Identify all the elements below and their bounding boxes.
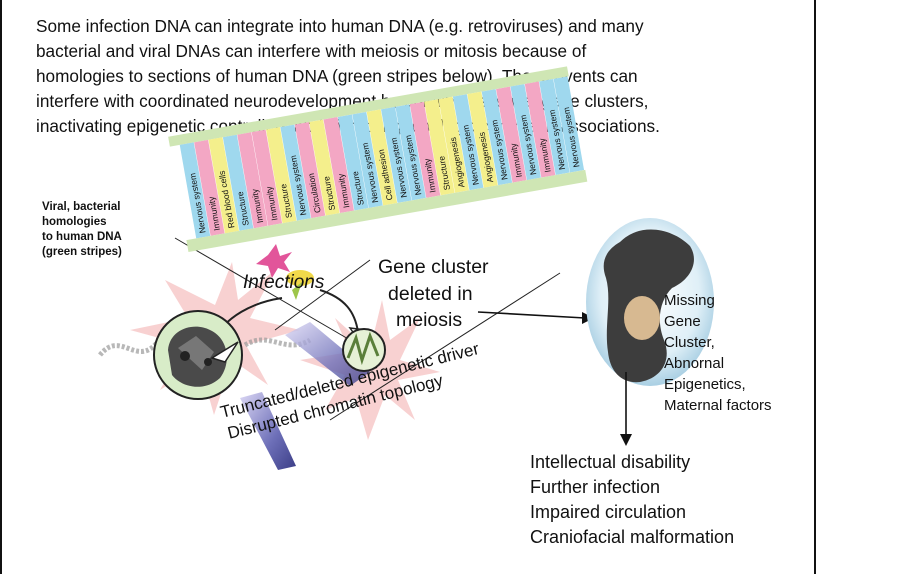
embryo-illustration: [586, 218, 714, 386]
stripe-fill: [395, 104, 426, 201]
figure-frame: [0, 0, 816, 574]
stripe-fill: [452, 94, 484, 191]
gene-cluster-line: Gene cluster: [378, 256, 489, 278]
outcome-item: Craniofacial malformation: [530, 527, 735, 547]
arrow-to-embryo: [477, 311, 586, 319]
homology-label-line: Viral, bacterial: [42, 201, 121, 213]
homology-label-line: to human DNA: [42, 231, 122, 243]
stripe-fill: [438, 96, 470, 193]
gene-stripe: Structure: [337, 114, 369, 211]
gene-stripe: Structure: [424, 99, 455, 196]
stripe-fill: [251, 129, 283, 226]
gene-cluster-line: meiosis: [396, 309, 462, 331]
stripe-fill: [496, 86, 527, 183]
stripe-fill: [409, 101, 441, 198]
arrowhead: [620, 434, 632, 446]
missing-line: Cluster,: [664, 334, 715, 351]
gene-stripe: Immunity: [524, 81, 556, 178]
stripe-fill: [222, 134, 254, 231]
band-bottom-edge: [186, 169, 588, 252]
guide-line: [329, 272, 561, 421]
rod-left: [240, 392, 296, 470]
outcome-item: Further infection: [530, 477, 661, 497]
stripe-fill: [194, 139, 225, 236]
intro-line: Some infection DNA can integrate into hu…: [36, 16, 644, 36]
missing-factors-list: Missing Gene Cluster, Abnornal Epigeneti…: [664, 290, 772, 416]
guide-line: [174, 237, 351, 341]
chromatin-circle: [342, 328, 386, 372]
stripe-fill: [179, 142, 211, 239]
stripe-fill: [424, 99, 455, 196]
stripe-fill: [266, 127, 297, 224]
missing-line: Missing: [664, 292, 715, 309]
homology-label: Viral, bacterial homologies to human DNA…: [42, 200, 122, 260]
rod-right: [285, 322, 370, 386]
gene-stripe: Immunity: [251, 129, 283, 226]
gene-stripe: Immunity: [237, 132, 268, 229]
chromatin-strand: [243, 337, 312, 348]
stripe-fill: [337, 114, 369, 211]
homology-label-line: homologies: [42, 216, 107, 228]
stripe-fill: [366, 109, 398, 206]
nucleus-circle: [153, 310, 243, 400]
gene-stripe: Immunity: [409, 101, 441, 198]
gene-cluster-line: deleted in: [388, 283, 473, 305]
infections-label: Infections: [243, 272, 325, 293]
stripe-fill: [208, 137, 239, 234]
stripe-fill: [510, 84, 541, 181]
stripe-fill: [352, 111, 383, 208]
stripe-fill: [323, 117, 354, 214]
arrow-to-chromatin: [319, 289, 359, 333]
intro-line: bacterial and viral DNAs can interfere w…: [36, 41, 587, 61]
gene-stripe: Immunity: [323, 117, 354, 214]
band-top-edge: [168, 66, 569, 147]
gene-stripe: Structure: [222, 134, 254, 231]
stripe-fill: [280, 124, 311, 221]
stripe-fill: [467, 91, 498, 188]
guide-line: [274, 259, 371, 331]
gene-stripe: Structure: [309, 119, 340, 216]
gene-stripe: Immunity: [496, 86, 527, 183]
stripe-fill: [309, 119, 340, 216]
stripe-fill: [553, 76, 585, 173]
missing-line: Epigenetics,: [664, 376, 746, 393]
outcome-item: Intellectual disability: [530, 452, 691, 472]
gene-stripe: Angiogenesis: [438, 96, 470, 193]
missing-line: Abnornal: [664, 355, 725, 372]
outcome-item: Impaired circulation: [530, 502, 687, 522]
gene-stripe: Angiogenesis: [467, 91, 498, 188]
stripe-fill: [381, 106, 412, 203]
missing-line: Maternal factors: [664, 397, 772, 414]
stripe-fill: [237, 132, 268, 229]
gene-stripe: Circulation: [294, 122, 326, 219]
stripe-fill: [481, 89, 513, 186]
stripe-fill: [294, 122, 326, 219]
infection-marker: [256, 244, 314, 300]
stripe-fill: [539, 79, 570, 176]
missing-line: Gene: [664, 313, 701, 330]
gene-stripe: Structure: [266, 127, 297, 224]
gene-stripe: Immunity: [194, 139, 225, 236]
outcomes-list: Intellectual disability Further infectio…: [530, 450, 734, 550]
homology-label-line: (green stripes): [42, 246, 122, 258]
stripe-fill: [524, 81, 556, 178]
